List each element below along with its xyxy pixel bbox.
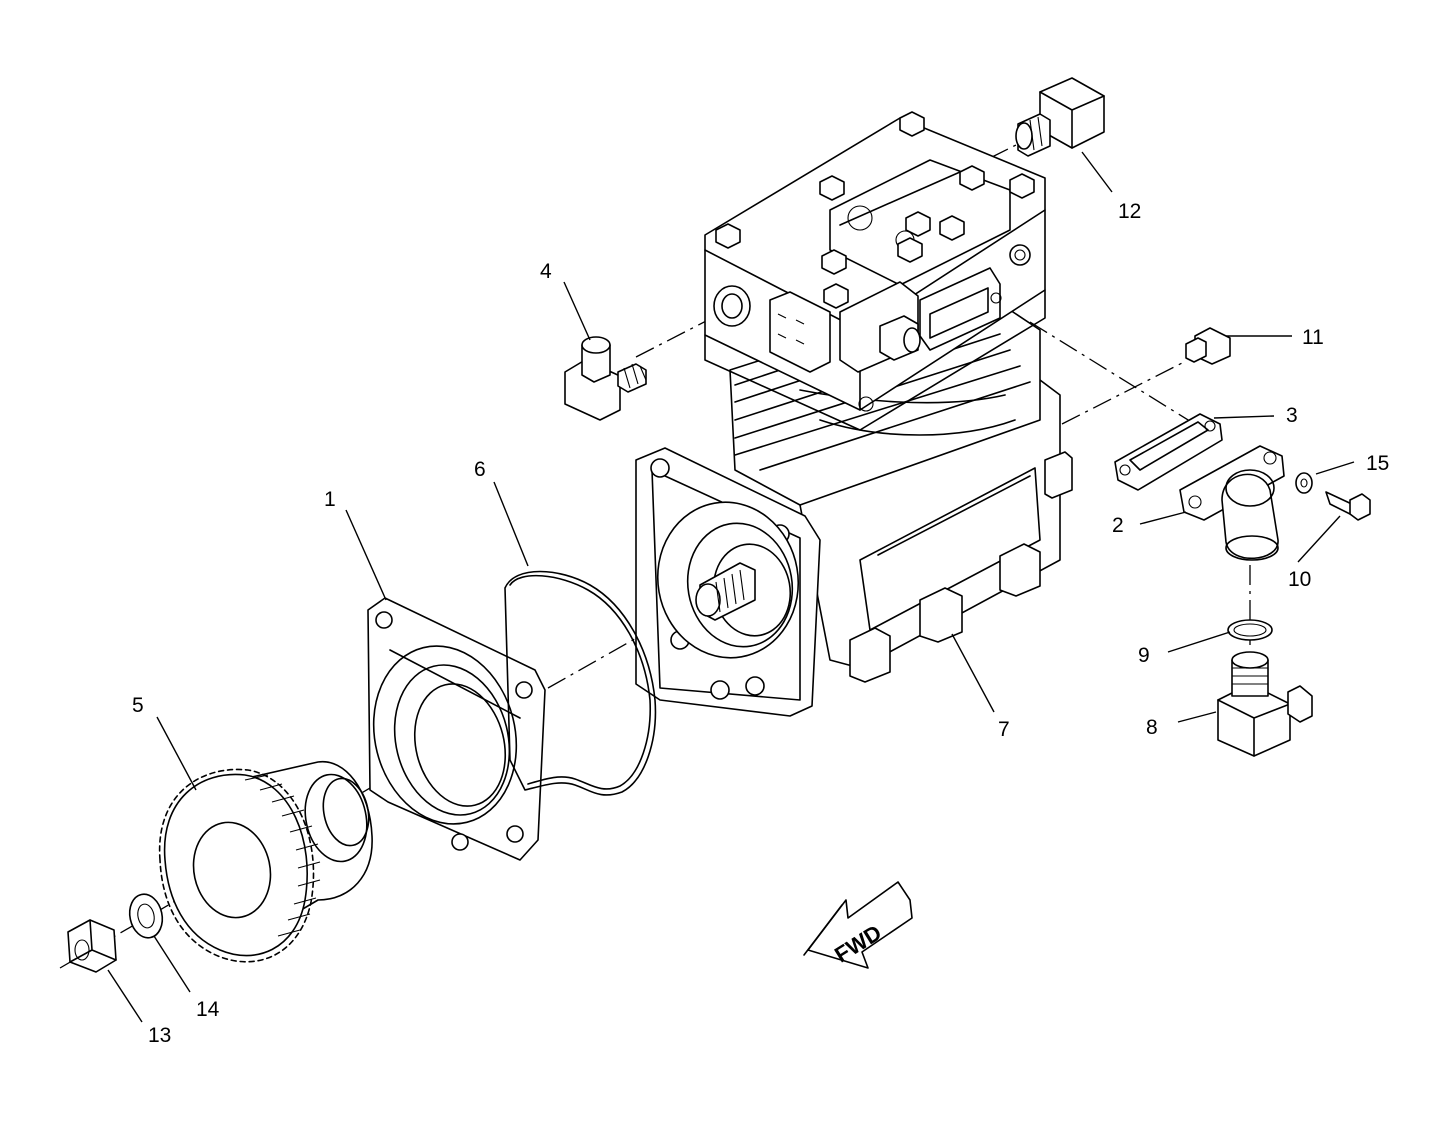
callout-10: 10	[1288, 568, 1311, 591]
callout-15: 15	[1366, 452, 1389, 475]
elbow-fitting-8	[1217, 651, 1313, 757]
washer-14	[128, 893, 164, 939]
callout-11: 11	[1302, 326, 1324, 349]
callout-4: 4	[540, 260, 552, 283]
flange-gasket	[504, 570, 657, 796]
callout-9: 9	[1138, 644, 1150, 667]
callout-7: 7	[998, 718, 1010, 741]
callout-13: 13	[148, 1024, 171, 1047]
compressor-body	[635, 111, 1073, 717]
plug-11	[1185, 327, 1231, 365]
callout-14: 14	[196, 998, 220, 1021]
callout-labels: 1 2 3 4 5 6 7 8 9 10 11 12 13 14 15	[132, 200, 1389, 1047]
elbow-flange-2	[1179, 445, 1285, 561]
o-ring-9	[1227, 619, 1273, 641]
fwd-direction-arrow: FWD	[803, 881, 913, 969]
gear-housing-flange	[367, 597, 546, 861]
washer-15	[1295, 472, 1313, 494]
outlet-gasket	[1114, 413, 1223, 491]
elbow-fitting-4	[564, 336, 647, 421]
bolt-10	[1325, 491, 1371, 521]
elbow-fitting-12	[1015, 77, 1105, 157]
nut-13	[67, 919, 117, 973]
callout-1: 1	[324, 488, 336, 511]
leader-lines	[107, 151, 1355, 1023]
head-bolts	[715, 111, 1035, 309]
callout-3: 3	[1286, 404, 1298, 427]
callout-12: 12	[1118, 200, 1141, 223]
callout-8: 8	[1146, 716, 1158, 739]
drive-gear	[158, 760, 373, 963]
callout-6: 6	[474, 458, 486, 481]
callout-5: 5	[132, 694, 144, 717]
callout-2: 2	[1112, 514, 1124, 537]
